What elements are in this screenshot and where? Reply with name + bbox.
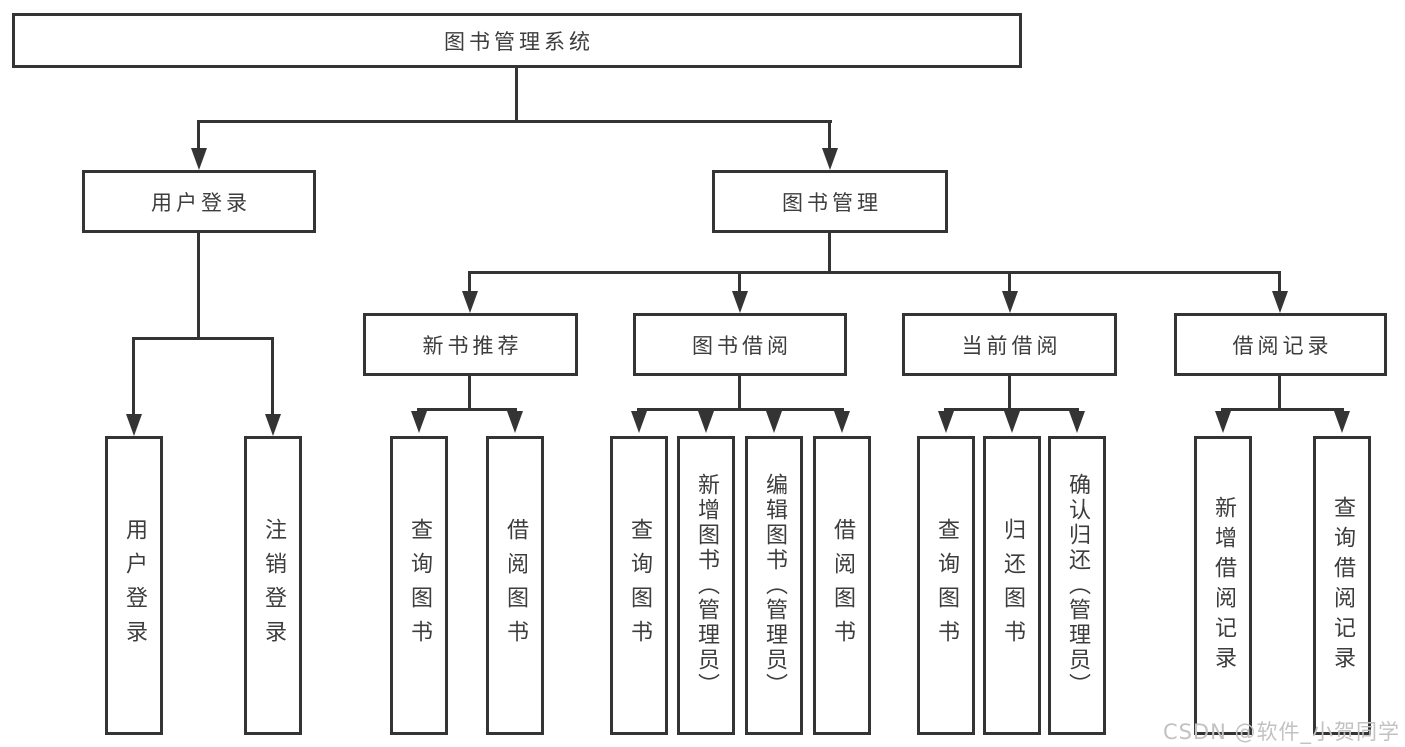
node-label: 借阅记录: [1232, 333, 1333, 358]
connector-root-stem: [515, 68, 518, 121]
leaf-borrow-books-recommend: 借阅图书: [486, 436, 544, 735]
arrow-down-icon: [1069, 411, 1085, 433]
node-borrowing-records: 借阅记录: [1174, 313, 1387, 376]
connector-userlogin-stem: [197, 233, 200, 339]
leaf-query-books-current: 查询图书: [917, 436, 975, 735]
connector-arrow-stem: [1008, 271, 1011, 293]
connector-userlogin-rail: [132, 337, 274, 340]
arrow-down-icon: [1215, 411, 1231, 433]
csdn-watermark: CSDN @软件_小贺同学: [1162, 720, 1400, 744]
arrow-down-icon: [1002, 291, 1018, 313]
connector-borrowing-rail: [637, 408, 844, 411]
arrow-down-icon: [732, 291, 748, 313]
node-current-borrowing: 当前借阅: [902, 313, 1117, 376]
arrow-down-icon: [834, 411, 850, 433]
arrow-down-icon: [191, 148, 207, 170]
node-label: 用户登录: [151, 190, 251, 215]
leaf-label: 编辑图书（管理员）: [762, 473, 787, 698]
connector-arrow-stem: [132, 337, 135, 416]
connector-borrowing-stem: [738, 376, 741, 411]
connector-records-stem: [1278, 376, 1281, 411]
connector-bookmgmt-stem: [828, 233, 831, 274]
arrow-down-icon: [507, 411, 523, 433]
arrow-down-icon: [462, 291, 478, 313]
leaf-edit-book-admin: 编辑图书（管理员）: [745, 436, 803, 735]
leaf-label: 新增借阅记录: [1211, 495, 1236, 676]
leaf-label: 注销登录: [261, 517, 286, 654]
node-new-book-recommend: 新书推荐: [363, 313, 578, 376]
leaf-label: 新增图书（管理员）: [694, 473, 719, 698]
arrow-down-icon: [631, 411, 647, 433]
connector-records-rail: [1221, 408, 1344, 411]
node-label: 当前借阅: [961, 333, 1062, 358]
arrow-down-icon: [1272, 291, 1288, 313]
leaf-add-book-admin: 新增图书（管理员）: [677, 436, 735, 735]
connector-newbook-stem: [468, 376, 471, 411]
node-library-management-system: 图书管理系统: [12, 13, 1022, 68]
connector-arrow-stem: [1278, 271, 1281, 293]
leaf-query-books-borrowing: 查询图书: [610, 436, 668, 735]
connector-newbook-rail: [417, 408, 517, 411]
leaf-label: 确认归还（管理员）: [1065, 473, 1090, 698]
leaf-label: 归还图书: [1000, 517, 1025, 654]
leaf-logout: 注销登录: [244, 436, 302, 735]
connector-arrow-stem: [468, 271, 471, 293]
arrow-down-icon: [265, 414, 281, 436]
arrow-down-icon: [411, 411, 427, 433]
node-label: 图书管理: [782, 190, 882, 215]
node-book-borrowing: 图书借阅: [633, 313, 847, 376]
leaf-add-borrow-record: 新增借阅记录: [1194, 436, 1252, 735]
node-book-management: 图书管理: [712, 170, 948, 233]
arrow-down-icon: [822, 148, 838, 170]
connector-arrow-stem: [738, 271, 741, 293]
connector-current-stem: [1008, 376, 1011, 411]
leaf-borrow-books-borrowing: 借阅图书: [813, 436, 871, 735]
connector-arrow-stem: [828, 120, 831, 150]
node-label: 图书管理系统: [444, 29, 594, 54]
connector-current-rail: [944, 408, 1079, 411]
arrow-down-icon: [698, 411, 714, 433]
leaf-label: 用户登录: [122, 517, 147, 654]
leaf-query-books-recommend: 查询图书: [390, 436, 448, 735]
leaf-return-book: 归还图书: [983, 436, 1041, 735]
leaf-label: 借阅图书: [830, 517, 855, 654]
connector-arrow-stem: [197, 120, 200, 150]
leaf-user-login: 用户登录: [105, 436, 163, 735]
connector-level2-rail: [198, 120, 832, 123]
node-label: 图书借阅: [692, 333, 792, 358]
node-user-login: 用户登录: [82, 170, 316, 233]
arrow-down-icon: [938, 411, 954, 433]
leaf-label: 借阅图书: [503, 517, 528, 654]
connector-level3-rail: [468, 271, 1281, 274]
leaf-label: 查询图书: [407, 517, 432, 654]
leaf-label: 查询图书: [934, 517, 959, 654]
connector-arrow-stem: [271, 337, 274, 416]
arrow-down-icon: [1334, 411, 1350, 433]
leaf-label: 查询图书: [627, 517, 652, 654]
arrow-down-icon: [126, 414, 142, 436]
leaf-query-borrow-record: 查询借阅记录: [1313, 436, 1371, 735]
arrow-down-icon: [1004, 411, 1020, 433]
arrow-down-icon: [766, 411, 782, 433]
leaf-label: 查询借阅记录: [1330, 495, 1355, 676]
node-label: 新书推荐: [422, 333, 523, 358]
leaf-confirm-return-admin: 确认归还（管理员）: [1048, 436, 1106, 735]
